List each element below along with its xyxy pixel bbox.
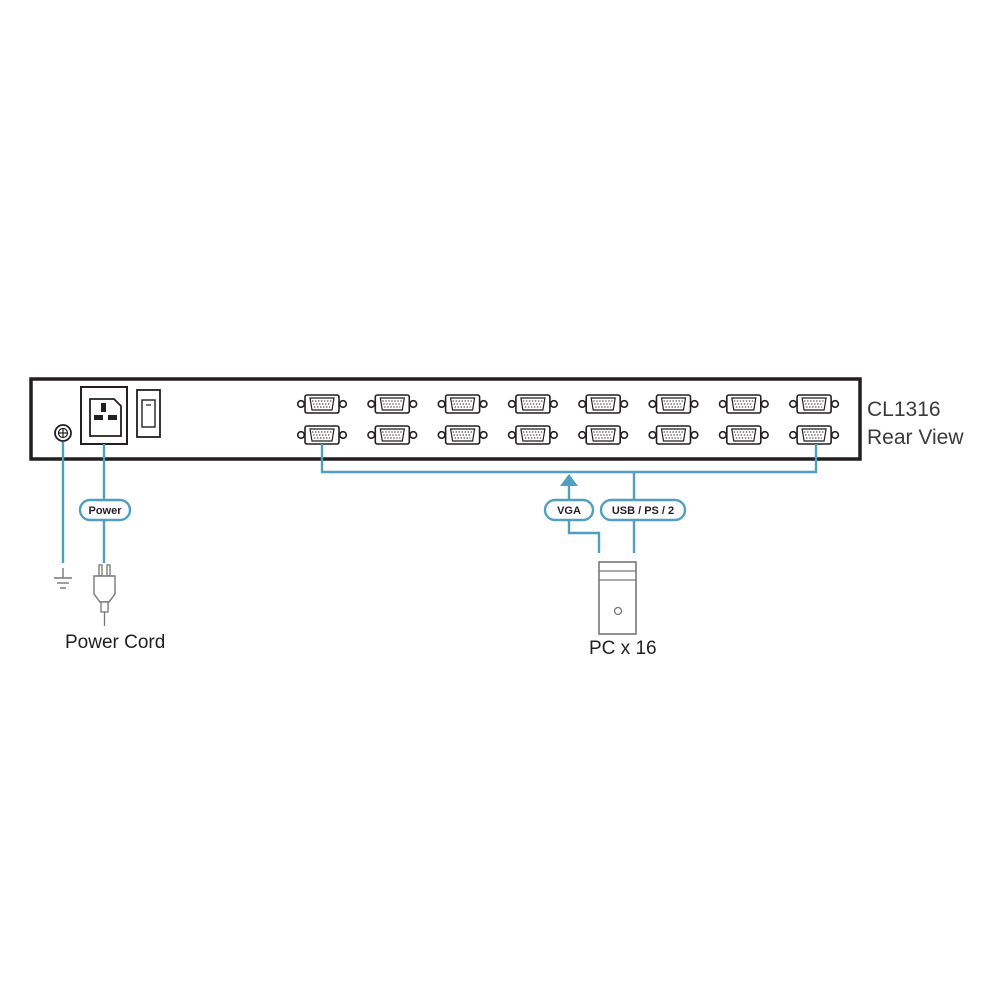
power-socket-icon [80, 386, 128, 445]
pc-port [367, 394, 418, 414]
usb-ps2-label-text: USB / PS / 2 [612, 505, 674, 517]
pc-tower-icon [598, 561, 637, 635]
pc-port [578, 394, 629, 414]
power-label: Power [78, 498, 132, 522]
power-switch-icon [136, 389, 161, 438]
power-plug-icon [93, 564, 116, 626]
vga-label-text: VGA [557, 505, 581, 517]
pc-caption: PC x 16 [589, 638, 657, 659]
pc-port [648, 394, 699, 414]
pc-port [718, 425, 769, 445]
pc-port [507, 425, 559, 445]
arrow-up-icon [560, 474, 578, 486]
pc-port [718, 394, 769, 414]
pc-port [367, 425, 418, 445]
pc-port [648, 425, 699, 445]
pc-port [788, 394, 840, 414]
vga-label: VGA [543, 498, 595, 522]
pc-port [437, 394, 488, 414]
pc-port [578, 425, 629, 445]
usb-ps2-label: USB / PS / 2 [599, 498, 687, 522]
power-label-text: Power [88, 505, 122, 517]
device-chassis [29, 377, 862, 461]
ground-screw-icon [54, 424, 72, 442]
pc-port [296, 425, 348, 445]
pc-port [437, 425, 488, 445]
pc-port [788, 425, 840, 445]
power-cord-caption: Power Cord [65, 632, 165, 653]
device-model: CL1316 [867, 398, 941, 421]
pc-port-grid [296, 394, 840, 445]
ground-symbol-icon [54, 568, 72, 589]
pc-port [296, 394, 348, 414]
device-view: Rear View [867, 426, 964, 449]
pc-port [507, 394, 559, 414]
